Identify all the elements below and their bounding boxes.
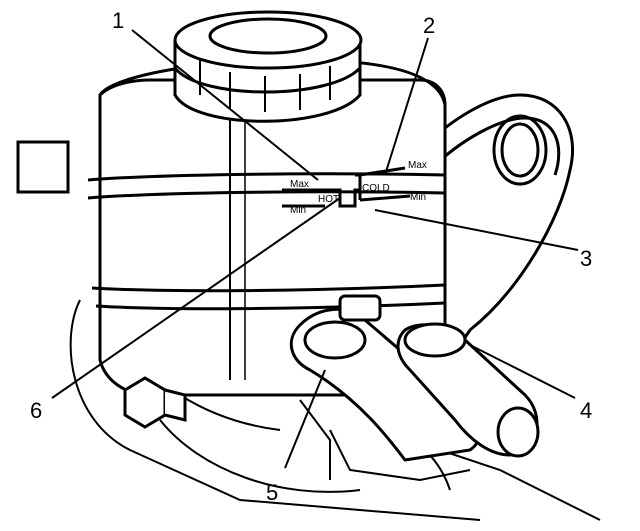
level-step-line <box>318 188 360 208</box>
cold-label: COLD <box>362 183 390 194</box>
hot-max-label: Max <box>290 179 309 190</box>
hot-min-label: Min <box>290 205 306 216</box>
leader-1 <box>131 29 319 181</box>
clamp-screw <box>338 294 382 322</box>
callout-1: 1 <box>112 8 124 33</box>
fluid-level-marking: Max Min HOT COLD Max Min <box>282 160 427 216</box>
leader-4 <box>469 344 576 399</box>
leader-5 <box>284 369 326 469</box>
cold-min-line <box>359 194 411 202</box>
leader-lines <box>51 29 579 469</box>
hot-label: HOT <box>318 194 339 205</box>
filler-cap <box>173 10 363 123</box>
return-hose <box>289 294 481 462</box>
mounting-bolt <box>123 376 187 429</box>
leader-2 <box>384 37 429 176</box>
callout-4: 4 <box>580 398 592 423</box>
callout-6: 6 <box>30 398 42 423</box>
cold-max-label: Max <box>408 160 427 171</box>
pressure-hose <box>396 322 540 458</box>
cold-min-label: Min <box>410 192 426 203</box>
callout-numbers: 1 2 3 4 5 6 <box>30 8 592 505</box>
cold-max-line <box>359 166 406 177</box>
hose-clamp <box>303 320 367 360</box>
callout-2: 2 <box>423 13 435 38</box>
callout-5: 5 <box>266 480 278 505</box>
callout-3: 3 <box>580 246 592 271</box>
reservoir-mounting-tab <box>16 140 70 194</box>
leader-3 <box>374 209 579 251</box>
leader-6 <box>51 197 341 399</box>
